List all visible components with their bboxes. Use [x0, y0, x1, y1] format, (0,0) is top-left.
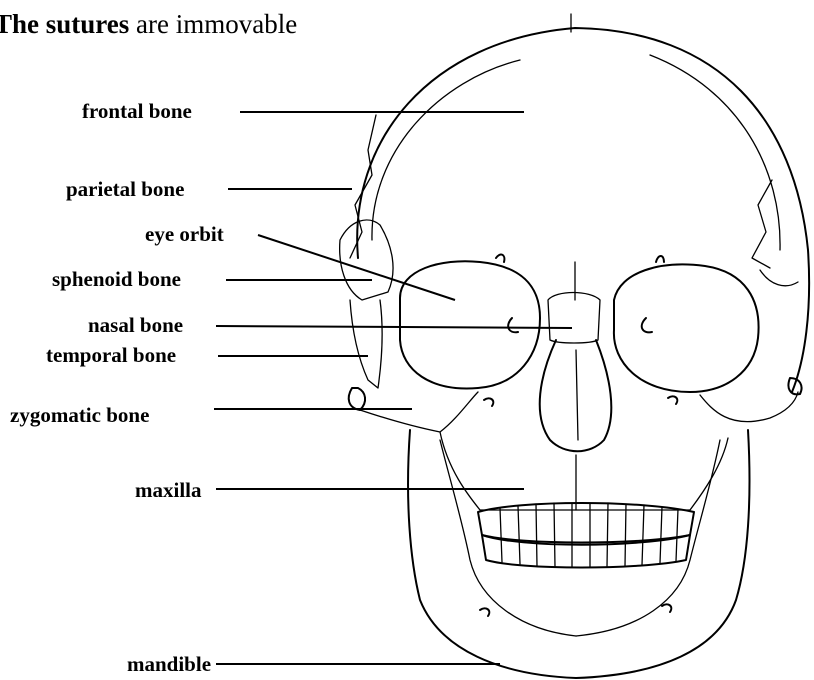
label-sphenoid-bone: sphenoid bone [52, 267, 181, 291]
temporal-outline-left [350, 300, 382, 388]
zygomatic-left [360, 392, 478, 432]
infraorbital-mark-left [484, 398, 493, 406]
label-eye-orbit: eye orbit [145, 222, 224, 246]
maxilla-outline [440, 432, 728, 510]
mandible-ramus-right [576, 440, 720, 636]
cranium-inner-right [650, 55, 780, 250]
mandible-ramus-left [440, 440, 576, 636]
label-frontal-bone: frontal bone [82, 99, 192, 123]
coronal-suture-right [752, 180, 772, 268]
cranium-inner-left [372, 60, 520, 240]
leader-nasal [216, 326, 572, 328]
label-zygomatic-bone: zygomatic bone [10, 403, 149, 427]
orbit-right-tick [656, 256, 664, 262]
mental-foramen-left [480, 608, 489, 616]
label-nasal-bone: nasal bone [88, 313, 183, 337]
orbit-left [400, 261, 540, 388]
label-temporal-bone: temporal bone [46, 343, 176, 367]
orbit-left-tick [496, 255, 504, 262]
infraorbital-mark-right [668, 396, 677, 404]
sphenoid-outline-left [340, 220, 393, 300]
orbit-right-mark [642, 318, 652, 332]
cranium-outline [357, 28, 809, 392]
tooth-dividers [500, 503, 678, 567]
nasal-bone-outline [548, 293, 600, 344]
nasal-septum [576, 350, 578, 440]
sphenoid-outline-right [760, 270, 798, 286]
label-maxilla: maxilla [135, 478, 202, 502]
label-parietal-bone: parietal bone [66, 177, 184, 201]
zygomatic-right [700, 392, 798, 422]
mental-foramen-right [662, 604, 671, 612]
label-mandible: mandible [127, 652, 211, 676]
orbit-right [614, 264, 759, 392]
orbit-left-mark [508, 318, 518, 332]
ear-notch-left [349, 388, 365, 410]
mandible-outline [408, 430, 749, 678]
